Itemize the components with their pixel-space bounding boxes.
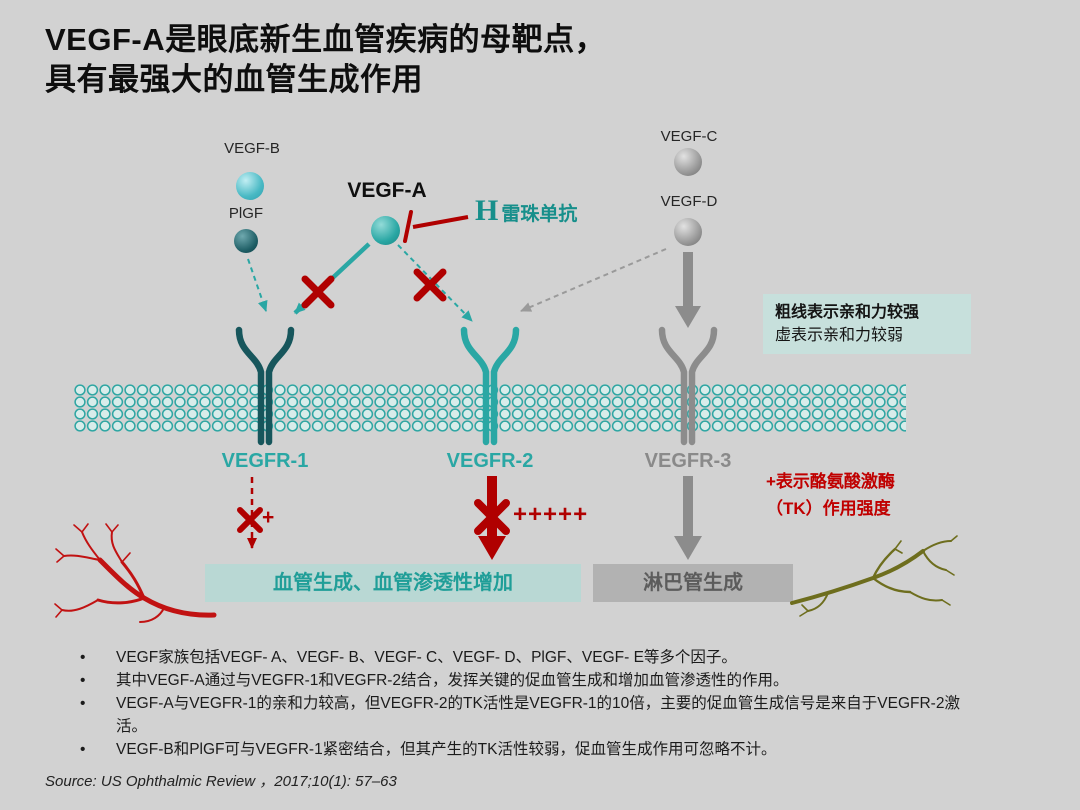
arrow-plgf-to-vegfr1 bbox=[247, 258, 268, 312]
vegfr1-tk-strength: + bbox=[262, 506, 275, 529]
block-x-vegfr2-signal-icon bbox=[474, 499, 510, 535]
tk-note-line-2: （TK）作用强度 bbox=[766, 499, 891, 518]
arrow-vegfr2-signal bbox=[478, 476, 506, 560]
vegfr-2-receptor-icon bbox=[460, 326, 520, 446]
drug-name: 雷珠单抗 bbox=[501, 204, 578, 225]
title-line-1: VEGF-A是眼底新生血管疾病的母靶点， bbox=[45, 22, 607, 57]
vegf-a-label: VEGF-A bbox=[347, 179, 427, 202]
inhibition-bar bbox=[403, 210, 413, 243]
lymph-vessel-illustration-icon bbox=[790, 535, 958, 617]
source-citation: Source: US Ophthalmic Review ，2017;10(1)… bbox=[45, 773, 397, 790]
vegfr-3-label: VEGFR-3 bbox=[644, 450, 732, 472]
tk-note-line-1: +表示酪氨酸激酶 bbox=[766, 472, 895, 491]
arrow-vegfcd-to-vegfr2 bbox=[520, 248, 667, 312]
vegf-c-label: VEGF-C bbox=[660, 128, 718, 145]
block-x-vegfr1-icon bbox=[301, 275, 335, 309]
legend-weak-affinity: 虚表示亲和力较弱 bbox=[775, 327, 904, 344]
arrow-vegfa-to-vegfr2 bbox=[397, 244, 473, 322]
plgf-label: PlGF bbox=[228, 205, 264, 222]
note-item-1: VEGF家族包括VEGF- A、VEGF- B、VEGF- C、VEGF- D、… bbox=[70, 646, 965, 669]
tk-note: +表示酪氨酸激酶 （TK）作用强度 bbox=[766, 468, 996, 522]
title-line-2: 具有最强大的血管生成作用 bbox=[45, 62, 423, 97]
note-item-2: 其中VEGF-A通过与VEGFR-1和VEGFR-2结合，发挥关键的促血管生成和… bbox=[70, 669, 965, 692]
page-title: VEGF-A是眼底新生血管疾病的母靶点， 具有最强大的血管生成作用 bbox=[45, 20, 606, 100]
lymphangiogenesis-banner: 淋巴管生成 bbox=[593, 564, 793, 602]
vegfr-3-receptor-icon bbox=[658, 326, 718, 446]
vegf-b-molecule-icon bbox=[236, 172, 264, 200]
vegfr2-tk-strength: +++++ bbox=[513, 501, 589, 528]
vegf-d-label: VEGF-D bbox=[660, 193, 718, 210]
affinity-legend: 粗线表示亲和力较强 虚表示亲和力较弱 bbox=[763, 294, 971, 354]
vegf-c-molecule-icon bbox=[674, 148, 702, 176]
plgf-molecule-icon bbox=[234, 229, 258, 253]
cell-membrane bbox=[74, 384, 906, 432]
blood-vessel-illustration-icon bbox=[54, 523, 217, 623]
vegfr-1-receptor-icon bbox=[235, 326, 295, 446]
arrow-vegfa-to-vegfr1 bbox=[293, 242, 371, 315]
note-item-3: VEGF-A与VEGFR-1的亲和力较高，但VEGFR-2的TK活性是VEGFR… bbox=[70, 692, 965, 738]
legend-strong-affinity: 粗线表示亲和力较强 bbox=[775, 304, 920, 321]
vegf-d-molecule-icon bbox=[674, 218, 702, 246]
arrow-vegfr3-signal bbox=[674, 476, 702, 560]
ranibizumab-label: H 雷珠单抗 bbox=[475, 194, 577, 228]
notes-list: VEGF家族包括VEGF- A、VEGF- B、VEGF- C、VEGF- D、… bbox=[70, 646, 965, 761]
inhibition-line bbox=[412, 215, 469, 229]
angiogenesis-banner: 血管生成、血管渗透性增加 bbox=[205, 564, 581, 602]
drug-logo-icon: H bbox=[475, 194, 499, 227]
block-x-vegfr1-signal-icon bbox=[237, 507, 263, 533]
vegfr-1-label: VEGFR-1 bbox=[221, 450, 309, 472]
vegfr-2-label: VEGFR-2 bbox=[446, 450, 534, 472]
arrow-vegfd-to-vegfr3 bbox=[675, 252, 701, 328]
note-item-4: VEGF-B和PlGF可与VEGFR-1紧密结合，但其产生的TK活性较弱，促血管… bbox=[70, 738, 965, 761]
vegf-a-molecule-icon bbox=[371, 216, 400, 245]
vegf-b-label: VEGF-B bbox=[224, 140, 280, 157]
block-x-vegfr2-icon bbox=[413, 268, 447, 302]
